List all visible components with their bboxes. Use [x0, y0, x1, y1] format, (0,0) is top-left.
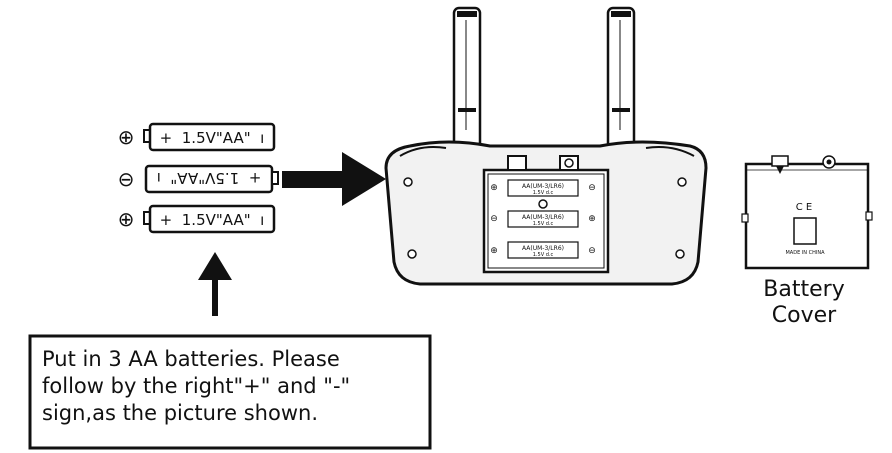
svg-text:AA(UM-3/LR6): AA(UM-3/LR6) — [522, 183, 564, 190]
svg-text:1.5V d.c: 1.5V d.c — [533, 190, 554, 196]
svg-text:⊕: ⊕ — [490, 183, 498, 193]
battery-cover: C E MADE IN CHINA — [741, 155, 873, 270]
svg-text:⊖: ⊖ — [588, 183, 596, 193]
battery-cover-caption-1: Battery — [763, 277, 844, 302]
battery-bottom — [148, 204, 276, 234]
latch-tab — [507, 155, 527, 171]
right-antenna — [606, 6, 636, 150]
left-antenna — [452, 6, 482, 150]
screw-hole — [677, 177, 687, 187]
battery-slot-1: ⊕ AA(UM-3/LR6) 1.5V d.c ⊖ — [490, 179, 596, 197]
svg-text:AA(UM-3/LR6): AA(UM-3/LR6) — [522, 214, 564, 221]
svg-text:1.5V d.c: 1.5V d.c — [533, 252, 554, 258]
battery-stack: ⊕ + 1.5V"AA" ı ⊖ + 1.5V"AA" ı ⊕ + 1.5V"A… — [118, 122, 279, 234]
battery-bottom-label: + 1.5V"AA" ı — [160, 211, 265, 229]
polarity-middle: ⊖ — [118, 167, 135, 191]
screw-hole — [403, 177, 413, 187]
controller-back: ⊕ AA(UM-3/LR6) 1.5V d.c ⊖ ⊖ AA(UM-3/LR6)… — [384, 6, 708, 286]
battery-top-label: + 1.5V"AA" ı — [160, 129, 265, 147]
instruction-box — [28, 334, 432, 450]
svg-text:AA(UM-3/LR6): AA(UM-3/LR6) — [522, 245, 564, 252]
battery-middle-label: + 1.5V"AA" ı — [157, 169, 262, 187]
label-area — [793, 217, 817, 245]
battery-slot-2: ⊖ AA(UM-3/LR6) 1.5V d.c ⊕ — [490, 210, 596, 228]
battery-middle-nub — [271, 171, 279, 185]
polarity-top: ⊕ — [118, 125, 135, 149]
instruction-line-3: sign,as the picture shown. — [42, 401, 318, 425]
svg-text:1.5V d.c: 1.5V d.c — [533, 221, 554, 227]
insert-arrow — [282, 152, 386, 206]
svg-text:⊖: ⊖ — [490, 214, 498, 224]
ce-mark: C E — [796, 202, 812, 213]
svg-text:⊖: ⊖ — [588, 246, 596, 256]
screw-hole — [407, 249, 417, 259]
up-arrow — [198, 252, 232, 316]
polarity-bottom: ⊕ — [118, 207, 135, 231]
svg-text:⊕: ⊕ — [490, 246, 498, 256]
instruction-line-2: follow by the right"+" and "-" — [42, 374, 350, 398]
svg-text:⊕: ⊕ — [588, 214, 596, 224]
battery-slot-3: ⊕ AA(UM-3/LR6) 1.5V d.c ⊖ — [490, 241, 596, 259]
instruction-line-1: Put in 3 AA batteries. Please — [42, 347, 340, 371]
battery-cover-caption-2: Cover — [772, 303, 837, 328]
made-in-label: MADE IN CHINA — [785, 250, 825, 256]
battery-top — [148, 122, 276, 152]
screw-icon — [564, 158, 574, 168]
screw-hole — [675, 249, 685, 259]
